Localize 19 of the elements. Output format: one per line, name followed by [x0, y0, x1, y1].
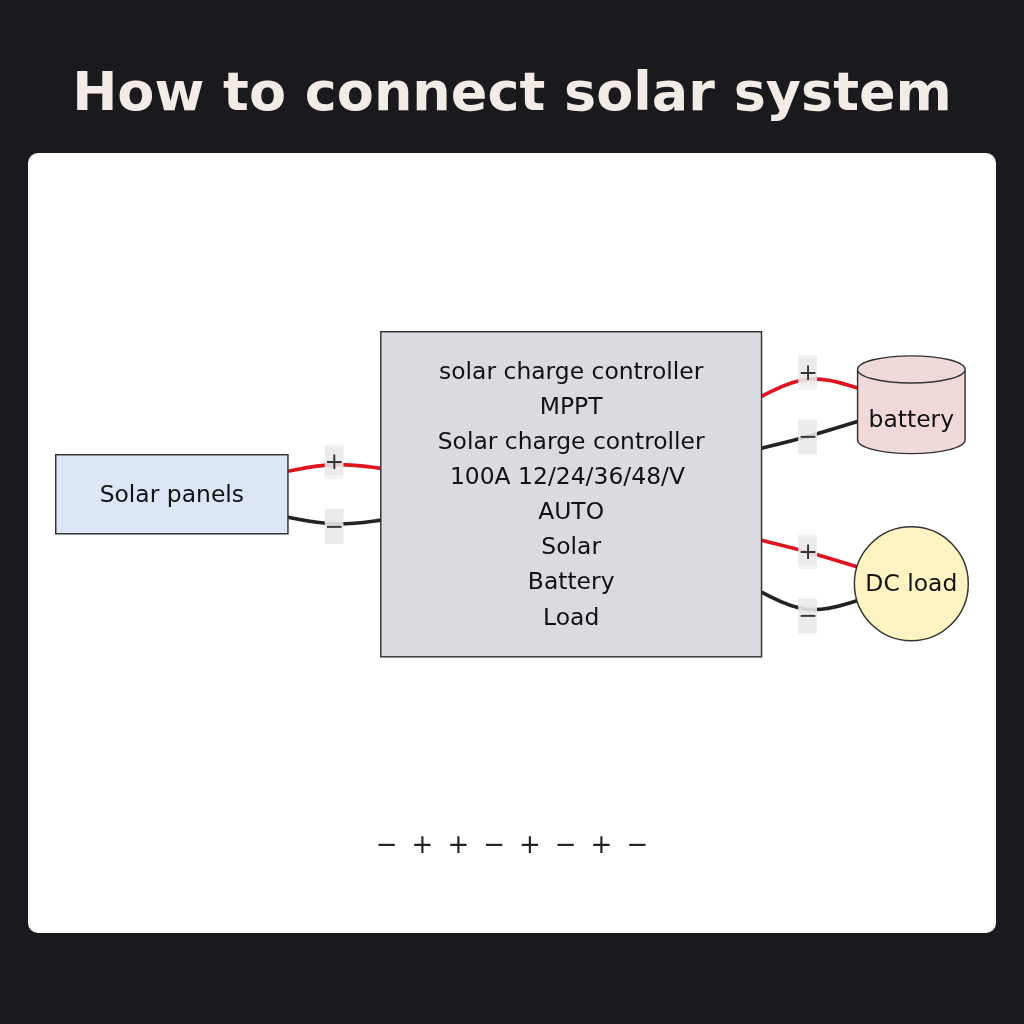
- polarity-sign: −: [375, 829, 398, 859]
- title: How to connect solar system: [71, 60, 953, 123]
- polarity-sign: +: [519, 829, 541, 859]
- card-background: + − + − + − Solar panels solar charge controller MPPT Solar charge controller 100A 12/24/36/48/V AUTO Solar Battery Load battery DC load − + + − + − + −: [28, 153, 996, 933]
- edge-label: +: [798, 536, 818, 565]
- node-box: [55, 453, 289, 535]
- node-circle: [853, 525, 969, 642]
- edge-label: −: [798, 422, 818, 450]
- polarity-sign: +: [447, 829, 470, 859]
- edge-label: +: [798, 357, 818, 386]
- polarity-sign: −: [554, 829, 577, 859]
- polarity-sign: +: [411, 829, 434, 859]
- edge-label: −: [324, 511, 345, 540]
- polarity-sign: +: [590, 829, 613, 859]
- edge-label: −: [798, 601, 818, 629]
- node-box: [380, 330, 763, 658]
- edge-label: +: [324, 447, 345, 475]
- polarity-sign: −: [626, 829, 649, 859]
- polarity-sign: −: [483, 829, 505, 859]
